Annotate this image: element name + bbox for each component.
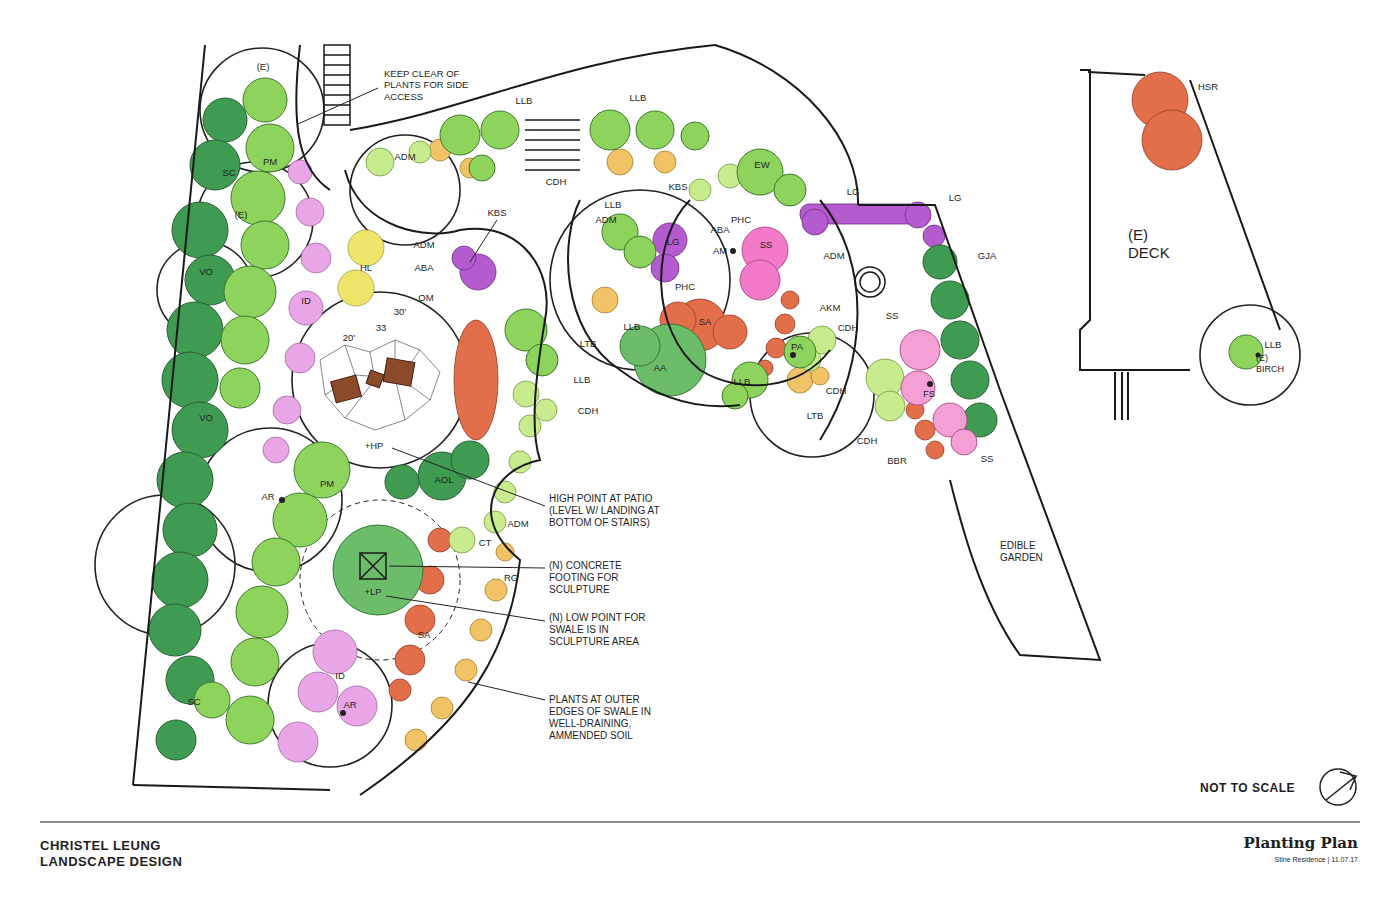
plant-code: RG: [504, 572, 518, 583]
plant-code: PHC: [675, 281, 695, 292]
plant-code: SC: [222, 167, 235, 178]
plant-code: AR: [261, 491, 274, 502]
plant-code: FS: [923, 388, 935, 399]
plant-code: LLB: [630, 92, 647, 103]
plant-code: ABA: [414, 262, 433, 273]
plant-code: VO: [199, 266, 213, 277]
plant-code: SA: [418, 629, 431, 640]
plan-note: EDIBLE GARDEN: [1000, 540, 1056, 564]
plant-code: EW: [754, 159, 769, 170]
plant-code: 33: [376, 322, 387, 333]
plant-code: LLB: [624, 321, 641, 332]
plant-code: (E): [235, 209, 248, 220]
plant-code: PM: [320, 478, 334, 489]
plant-code: ADM: [595, 214, 616, 225]
plant-code: +HP: [365, 440, 384, 451]
plant-code: AKM: [820, 302, 841, 313]
plant-code: ADM: [394, 151, 415, 162]
plant-code: LLB: [516, 95, 533, 106]
plant-code: VO: [199, 412, 213, 423]
plant-code: HSR: [1198, 81, 1218, 92]
plant-code: BBR: [887, 455, 907, 466]
plant-code: LG: [847, 186, 860, 197]
plant-code: SC: [187, 696, 200, 707]
plant-code: LG: [667, 236, 680, 247]
plant-code: SS: [760, 239, 773, 250]
plant-code: CDH: [857, 435, 878, 446]
plant-code: LG: [949, 192, 962, 203]
plant-code: 20': [343, 332, 355, 343]
plant-code: CDH: [838, 322, 859, 333]
plant-code: SA: [699, 316, 712, 327]
plant-code: SS: [886, 310, 899, 321]
plant-code: CT: [479, 537, 492, 548]
plan-note: (N) CONCRETE FOOTING FOR SCULPTURE: [549, 560, 641, 596]
plant-code: LLB: [734, 376, 751, 387]
plant-code: OM: [418, 292, 433, 303]
plant-code: AOL: [434, 474, 453, 485]
plant-code: ID: [301, 295, 311, 306]
plant-code: (E): [257, 61, 270, 72]
plant-code: KBS: [487, 207, 506, 218]
plant-code: KBS: [668, 181, 687, 192]
plant-code: ADM: [413, 239, 434, 250]
plan-note: Stine Residence | 11.07.17: [1275, 856, 1358, 864]
plant-code: 30': [394, 306, 406, 317]
plant-code: ID: [335, 670, 345, 681]
plant-code: CDH: [826, 385, 847, 396]
plan-note: (N) LOW POINT FOR SWALE IS IN SCULPTURE …: [549, 612, 649, 648]
plant-code: LLB: [605, 199, 622, 210]
plan-note: (E) BIRCH: [1256, 353, 1298, 375]
plan-note: PLANTS AT OUTER EDGES OF SWALE IN WELL-D…: [549, 694, 661, 742]
plant-code: PM: [263, 156, 277, 167]
plant-code: ABA: [710, 224, 729, 235]
plant-code: LTB: [807, 410, 824, 421]
plant-code: CDH: [546, 176, 567, 187]
plan-note: (E) DECK: [1128, 226, 1188, 262]
plant-code: AA: [654, 362, 667, 373]
plant-code: PHC: [731, 214, 751, 225]
plan-note: HIGH POINT AT PATIO (LEVEL W/ LANDING AT…: [549, 493, 663, 529]
plant-code: GJA: [978, 250, 996, 261]
plant-code: HL: [360, 262, 372, 273]
plant-code: AM: [713, 245, 727, 256]
plan-note: KEEP CLEAR OF PLANTS FOR SIDE ACCESS: [384, 68, 484, 102]
plant-code: ADM: [823, 250, 844, 261]
plan-note: NOT TO SCALE: [1200, 781, 1295, 795]
plan-note: CHRISTEL LEUNG LANDSCAPE DESIGN: [40, 838, 215, 869]
plant-code: LTB: [580, 338, 597, 349]
plant-code: LLB: [1265, 339, 1282, 350]
plant-code: AR: [343, 699, 356, 710]
sheet-title: Planting Plan: [1244, 834, 1358, 852]
plant-code: CDH: [578, 405, 599, 416]
plant-code: LLB: [574, 374, 591, 385]
plant-code: ADM: [507, 518, 528, 529]
plant-code: +LP: [364, 586, 381, 597]
plant-code: PA: [791, 341, 803, 352]
plant-code: SS: [981, 453, 994, 464]
